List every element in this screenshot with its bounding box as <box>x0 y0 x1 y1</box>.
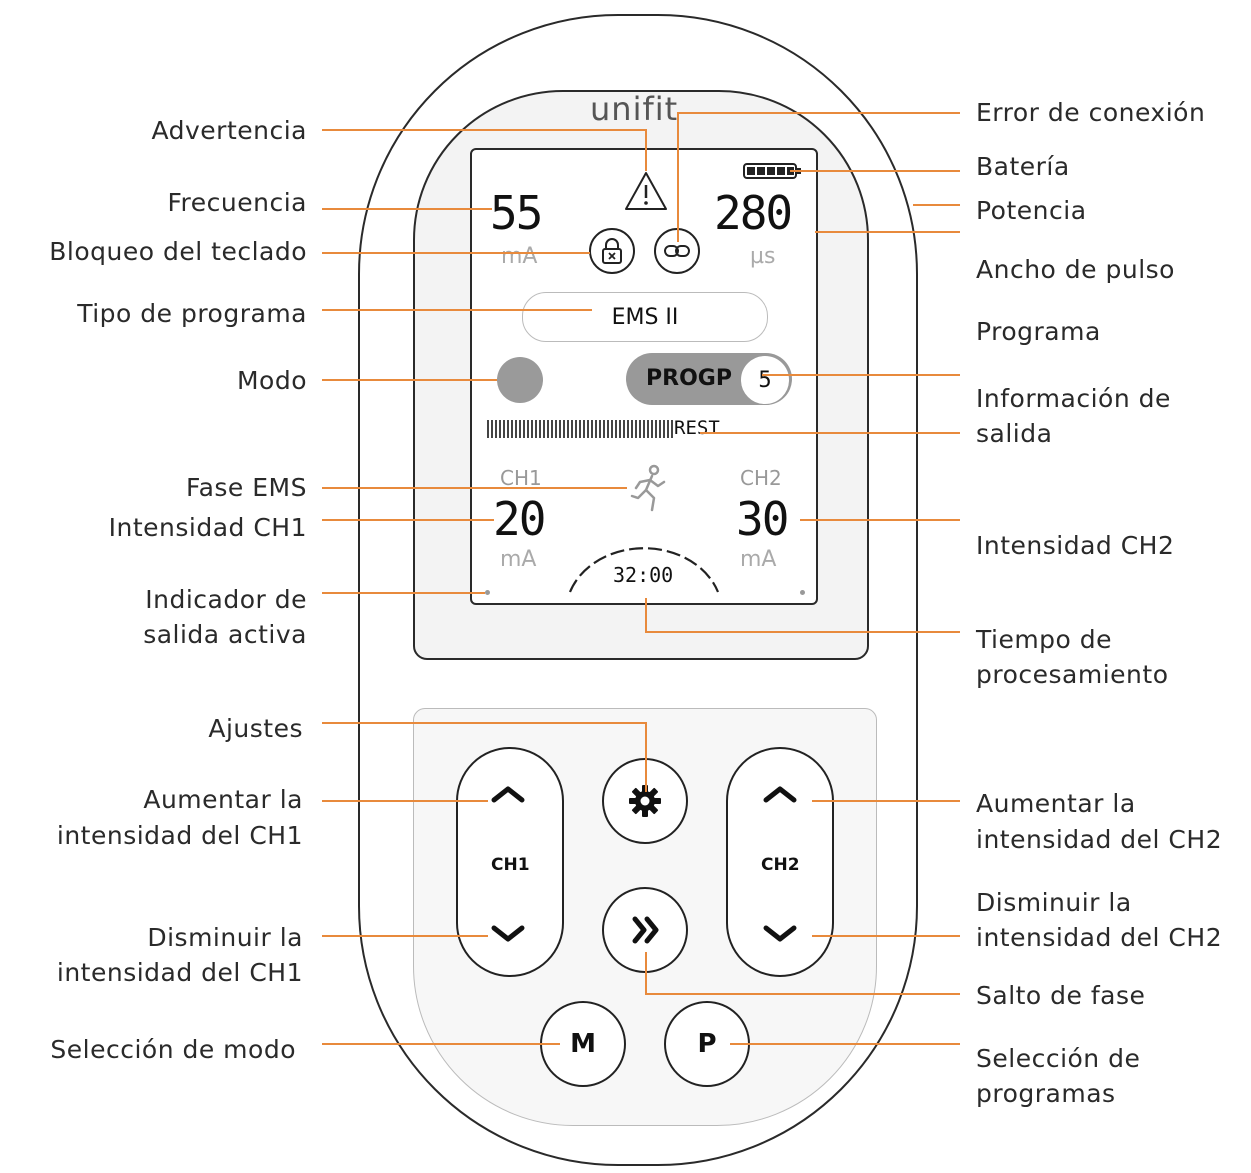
label-seleccion-programas-2: programas <box>976 1079 1116 1108</box>
label-disminuir-ch2-1: Disminuir la <box>976 888 1132 917</box>
program-type-display: EMS II <box>522 292 768 342</box>
ch1-intensity-value: 20 <box>493 492 546 546</box>
leader-salto-h <box>645 993 960 995</box>
timer-arc <box>568 547 720 593</box>
label-ajustes: Ajustes <box>208 714 303 743</box>
label-salto-fase: Salto de fase <box>976 981 1146 1010</box>
leader-fase-ems <box>322 487 627 489</box>
brand-logo: unifit <box>590 90 679 128</box>
label-intensidad-ch1: Intensidad CH1 <box>108 513 307 542</box>
label-advertencia: Advertencia <box>151 116 307 145</box>
leader-tiempo-v <box>645 598 647 632</box>
label-aumentar-ch2-2: intensidad del CH2 <box>976 825 1223 854</box>
label-aumentar-ch1-1: Aumentar la <box>143 785 303 814</box>
ch1-down-button[interactable] <box>488 922 528 946</box>
label-programa: Programa <box>976 317 1101 346</box>
label-disminuir-ch1-1: Disminuir la <box>147 923 303 952</box>
ch2-intensity-value: 30 <box>736 492 789 546</box>
leader-bloqueo <box>322 252 590 254</box>
label-tiempo-1: Tiempo de <box>976 625 1113 654</box>
frequency-value: 55 <box>490 186 543 240</box>
label-indicador-2: salida activa <box>143 620 307 649</box>
leader-bateria <box>790 170 960 172</box>
frequency-unit: mA <box>501 244 538 269</box>
pulse-width-unit: µs <box>750 244 776 269</box>
label-info-salida-1: Información de <box>976 384 1171 413</box>
leader-tiempo-h <box>645 631 960 633</box>
ems-phase-runner-icon <box>630 464 666 512</box>
leader-modo <box>322 379 497 381</box>
leader-seleccion-programas <box>730 1043 960 1045</box>
program-number-text: 5 <box>758 367 772 393</box>
label-seleccion-programas-1: Selección de <box>976 1044 1141 1073</box>
ch1-unit: mA <box>500 547 537 572</box>
label-aumentar-ch2-1: Aumentar la <box>976 789 1136 818</box>
ch2-unit: mA <box>740 547 777 572</box>
ch1-button-label: CH1 <box>491 855 530 875</box>
leader-programa <box>762 374 960 376</box>
label-indicador-1: Indicador de <box>145 585 307 614</box>
label-frecuencia: Frecuencia <box>167 188 307 217</box>
warning-icon <box>625 172 667 210</box>
program-button-label: P <box>697 1029 717 1059</box>
output-info-text: REST <box>674 417 720 439</box>
ch2-up-button[interactable] <box>760 782 800 806</box>
leader-seleccion-modo <box>322 1043 560 1045</box>
label-intensidad-ch2: Intensidad CH2 <box>976 531 1175 560</box>
label-modo: Modo <box>236 366 307 395</box>
ch2-button-label: CH2 <box>761 855 800 875</box>
leader-ajustes-v <box>645 722 647 792</box>
gear-icon <box>629 785 661 817</box>
leader-tipo-programa <box>322 309 592 311</box>
label-tiempo-2: procesamiento <box>976 660 1169 689</box>
leader-info-salida <box>700 432 960 434</box>
leader-disminuir-ch1 <box>322 935 488 937</box>
label-ancho-pulso: Ancho de pulso <box>976 255 1175 284</box>
mode-button-label: M <box>570 1029 596 1059</box>
label-bloqueo: Bloqueo del teclado <box>49 237 307 266</box>
label-bateria: Batería <box>976 152 1070 181</box>
label-tipo-programa: Tipo de programa <box>77 299 307 328</box>
leader-intensidad-ch2 <box>800 519 960 521</box>
keypad-lock-icon <box>589 228 635 274</box>
output-bars <box>487 420 673 438</box>
label-info-salida-2: salida <box>976 419 1053 448</box>
label-aumentar-ch1-2: intensidad del CH1 <box>56 821 303 850</box>
leader-aumentar-ch2 <box>812 800 960 802</box>
leader-error-h <box>678 112 960 114</box>
timer-value: 32:00 <box>613 563 674 587</box>
leader-error-v <box>677 112 679 242</box>
pulse-width-value: 280 <box>714 186 793 240</box>
mode-indicator <box>497 357 543 403</box>
label-disminuir-ch1-2: intensidad del CH1 <box>56 958 303 987</box>
leader-intensidad-ch1 <box>322 519 494 521</box>
leader-advertencia-v <box>645 129 647 171</box>
leader-aumentar-ch1 <box>322 800 488 802</box>
leader-indicador <box>322 592 485 594</box>
ch1-up-button[interactable] <box>488 782 528 806</box>
output-active-dot-left <box>485 590 490 595</box>
ch2-down-button[interactable] <box>760 922 800 946</box>
program-mode-text: PROGP <box>646 366 732 391</box>
ch1-label: CH1 <box>500 466 542 490</box>
label-potencia: Potencia <box>976 196 1087 225</box>
program-type-text: EMS II <box>611 304 679 330</box>
leader-advertencia-h <box>322 129 646 131</box>
ch2-label: CH2 <box>740 466 782 490</box>
leader-potencia <box>913 204 960 206</box>
double-chevron-right-icon <box>632 916 659 944</box>
label-disminuir-ch2-2: intensidad del CH2 <box>976 923 1223 952</box>
output-active-dot-right <box>800 590 805 595</box>
leader-ajustes-h <box>322 722 647 724</box>
leader-ancho-pulso <box>815 231 960 233</box>
leader-disminuir-ch2 <box>812 935 960 937</box>
label-seleccion-modo: Selección de modo <box>50 1035 296 1064</box>
label-error-conexion: Error de conexión <box>976 98 1206 127</box>
leader-frecuencia <box>322 208 492 210</box>
ch2-control-pill <box>726 747 834 977</box>
program-number: 5 <box>740 355 790 405</box>
leader-salto-v <box>645 952 647 994</box>
label-fase-ems: Fase EMS <box>186 473 307 502</box>
